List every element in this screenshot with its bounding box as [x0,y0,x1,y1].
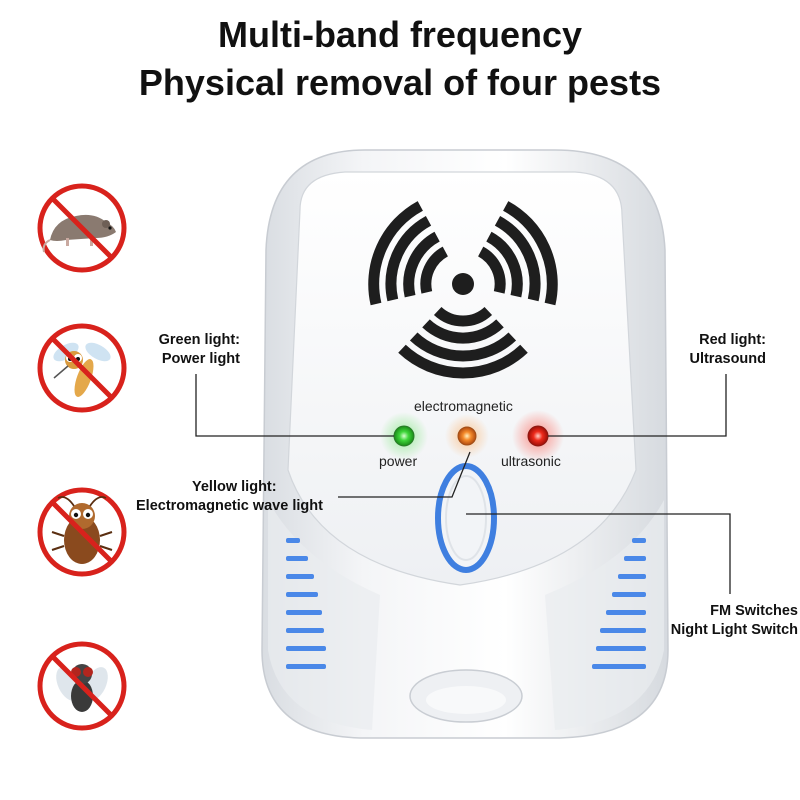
led-label-ultrasonic: ultrasonic [501,453,561,469]
fly-icon [37,641,127,731]
mosquito-icon [37,323,127,413]
cockroach-icon [37,487,127,577]
speaker-grille [368,201,558,379]
callout-green-light: Green light: Power light [159,331,240,369]
fm-switch [435,463,497,573]
led-label-electromagnetic: electromagnetic [414,398,513,414]
vent-left [286,538,326,669]
callout-green-title: Green light: [158,332,240,348]
ultrasonic-led [527,425,549,447]
callout-yellow-title: Yellow light: [192,479,277,495]
callout-red-title: Red light: [699,332,766,348]
electromagnetic-led [457,426,477,446]
vent-right [592,538,646,669]
callout-switch: FM Switches Night Light Switch [671,602,798,640]
callout-switch-desc: Night Light Switch [670,622,798,638]
power-led [393,425,415,447]
rat-icon [37,183,127,273]
callout-red-light: Red light: Ultrasound [689,331,766,369]
callout-red-desc: Ultrasound [689,351,766,367]
title-line-1: Multi-band frequency [217,14,582,55]
callout-switch-title: FM Switches [710,603,798,619]
title-line-2: Physical removal of four pests [138,62,662,103]
callout-yellow-light: Yellow light: Electromagnetic wave light [136,478,323,516]
callout-yellow-desc: Electromagnetic wave light [136,498,323,514]
led-label-power: power [379,453,418,469]
callout-green-desc: Power light [161,351,240,367]
